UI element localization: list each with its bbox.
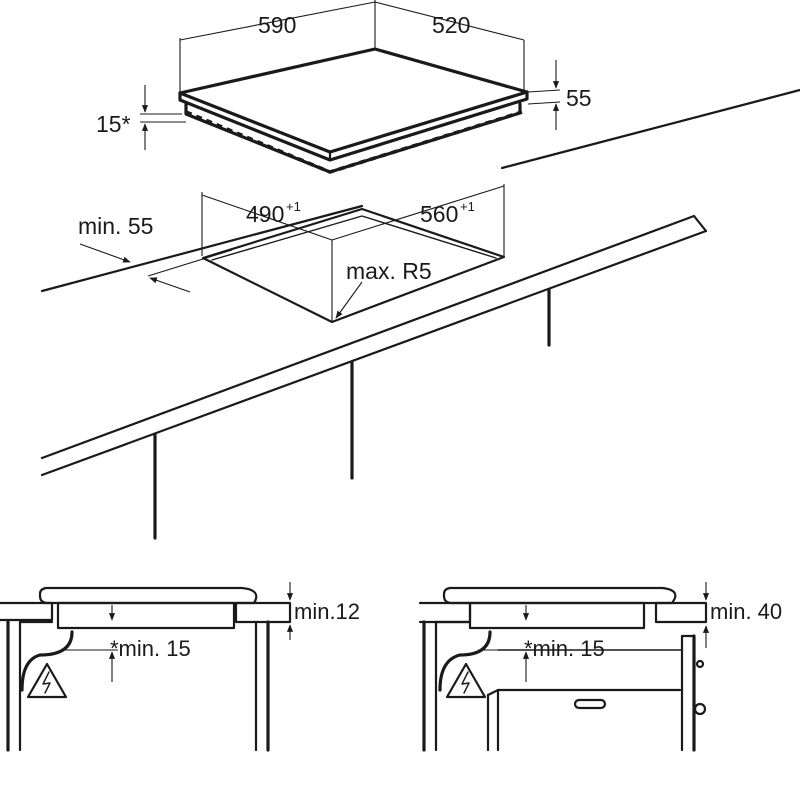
front-edge-min-label: min. 55 xyxy=(78,213,153,239)
cutout-width-label: 490 xyxy=(246,201,284,227)
electric-hazard-icon xyxy=(445,662,487,699)
electric-hazard-icon xyxy=(26,662,68,699)
hob-drawing xyxy=(140,0,561,174)
left-top-clearance-label: min.12 xyxy=(294,599,360,624)
dimension-line-520 xyxy=(374,1,525,41)
right-below-clearance-label: *min. 15 xyxy=(524,636,605,661)
right-top-clearance-label: min. 40 xyxy=(710,599,782,624)
hob-width-label: 590 xyxy=(258,12,296,38)
worktop-drawing xyxy=(40,88,800,540)
cutout-width-tolerance: +1 xyxy=(286,199,301,214)
hob-height-label: 55 xyxy=(566,85,592,111)
left-below-clearance-label: *min. 15 xyxy=(110,636,191,661)
oven-top xyxy=(486,688,682,697)
hob-clearance-label: 15* xyxy=(96,111,131,137)
hob-top-surface xyxy=(178,47,529,154)
right-section-detail xyxy=(418,582,710,752)
dimension-line-590 xyxy=(179,1,376,41)
cutout-depth-tolerance: +1 xyxy=(460,199,475,214)
oven-knob xyxy=(693,702,707,716)
oven-handle xyxy=(573,698,607,710)
left-section-detail xyxy=(0,582,294,752)
corner-radius-label: max. R5 xyxy=(346,258,432,284)
hob-depth-label: 520 xyxy=(432,12,470,38)
cutout-depth-label: 560 xyxy=(420,201,458,227)
